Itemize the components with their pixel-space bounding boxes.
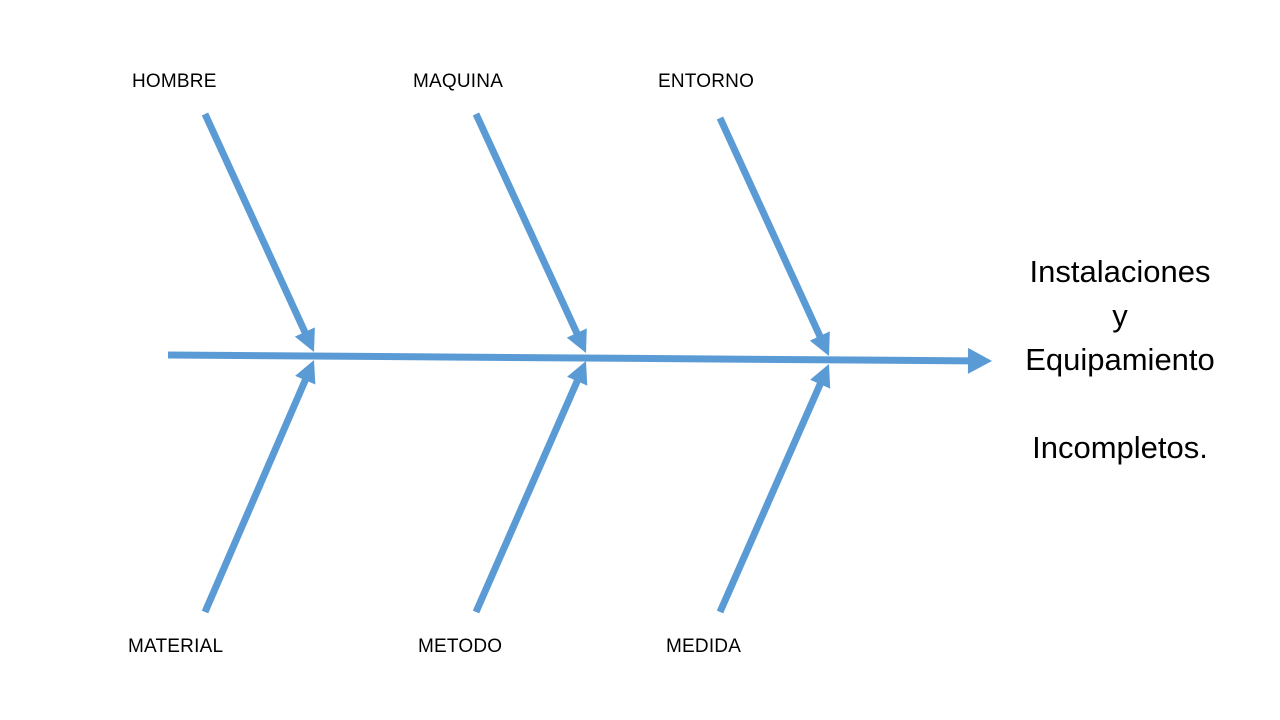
cause-label-entorno: ENTORNO — [658, 71, 755, 92]
effect-line-1: Instalaciones — [1029, 254, 1211, 289]
effect-spacer — [990, 382, 1250, 426]
effect-line-2: y — [1112, 298, 1128, 333]
cause-label-material: MATERIAL — [128, 636, 224, 657]
cause-label-hombre: HOMBRE — [132, 71, 217, 92]
rib-maquina-shaft — [472, 112, 581, 337]
rib-entorno-arrowhead — [809, 331, 830, 356]
rib-hombre-shaft — [201, 112, 309, 336]
rib-medida-shaft — [716, 380, 825, 614]
rib-metodo-shaft — [472, 377, 582, 614]
cause-label-metodo: METODO — [418, 636, 503, 657]
rib-entorno-shaft — [716, 116, 824, 340]
rib-maquina-arrowhead — [566, 328, 587, 353]
spine-arrow-shaft — [167, 351, 971, 365]
cause-label-medida: MEDIDA — [666, 636, 742, 657]
cause-label-maquina: MAQUINA — [413, 71, 504, 92]
spine-arrow-arrowhead — [967, 347, 992, 374]
rib-material-arrowhead — [295, 360, 316, 385]
effect-line-3: Equipamiento — [1025, 342, 1215, 377]
rib-material-shaft — [201, 376, 310, 614]
effect-line-4: Incompletos. — [1032, 430, 1208, 465]
effect-label: Instalaciones y Equipamiento Incompletos… — [990, 250, 1250, 470]
rib-medida-arrowhead — [810, 364, 831, 389]
rib-hombre-arrowhead — [294, 327, 315, 352]
rib-metodo-arrowhead — [567, 361, 588, 386]
